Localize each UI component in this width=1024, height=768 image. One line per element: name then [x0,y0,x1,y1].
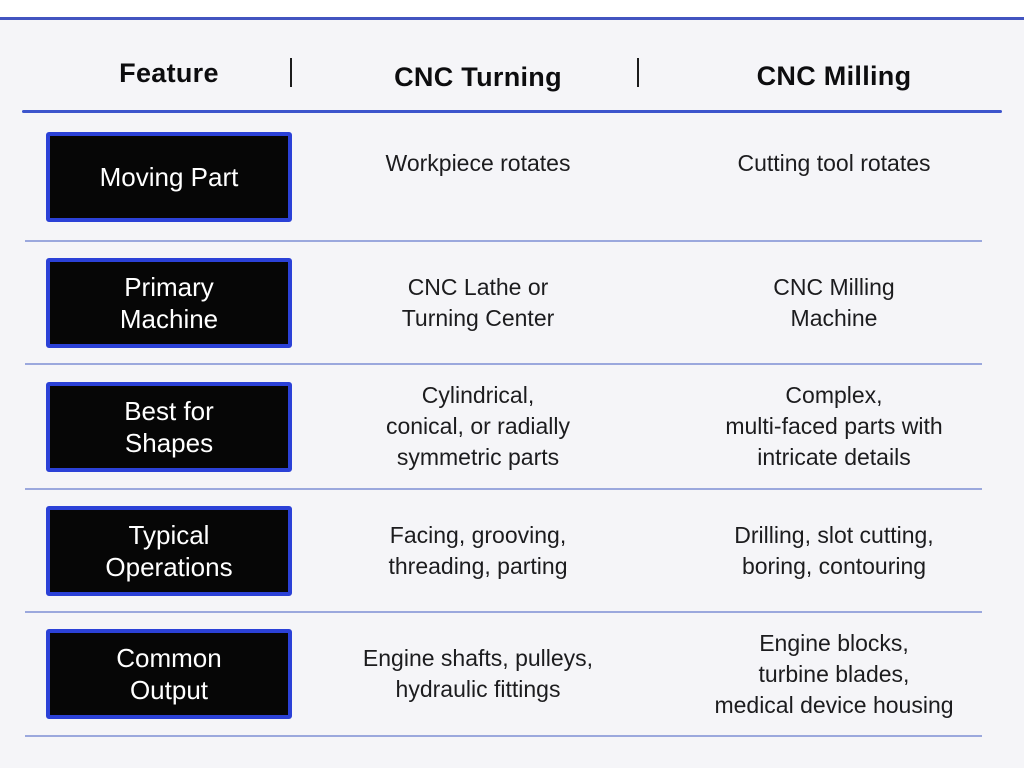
table-row: Primary Machine CNC Lathe or Turning Cen… [0,242,1024,363]
feature-badge: Typical Operations [46,505,292,596]
row-separator [25,611,982,613]
header-divider [637,58,639,87]
table-row: Common Output Engine shafts, pulleys, hy… [0,613,1024,735]
table-row: Moving Part Workpiece rotates Cutting to… [0,114,1024,240]
turning-cell: Engine shafts, pulleys, hydraulic fittin… [362,645,594,702]
feature-badge: Moving Part [46,132,292,222]
header-feature-label: Feature [119,58,219,88]
turning-cell: CNC Lathe or Turning Center [401,273,555,331]
row-separator [25,240,982,242]
header-turning-label: CNC Turning [394,62,562,92]
top-accent-rule [0,17,1024,20]
feature-badge: Primary Machine [46,257,292,348]
milling-cell: CNC Milling Machine [773,273,895,331]
milling-cell: Cutting tool rotates [737,149,931,176]
row-separator [25,363,982,365]
header-milling-label: CNC Milling [756,61,912,91]
top-white-strip [0,0,1024,17]
turning-cell: Facing, grooving, threading, parting [388,521,568,579]
milling-cell: Engine blocks, turbine blades, medical d… [714,629,954,718]
table-row: Typical Operations Facing, grooving, thr… [0,490,1024,611]
table-row: Best for Shapes Cylindrical, conical, or… [0,365,1024,488]
feature-badge: Common Output [46,629,292,719]
turning-cell: Workpiece rotates [385,149,571,176]
turning-cell: Cylindrical, conical, or radially symmet… [385,382,571,470]
bottom-rule [25,735,982,737]
milling-cell: Drilling, slot cutting, boring, contouri… [734,521,934,579]
header-divider [290,58,292,87]
row-separator [25,488,982,490]
feature-badge: Best for Shapes [46,381,292,472]
milling-cell: Complex, multi-faced parts with intricat… [725,382,943,470]
header-rule [22,110,1002,113]
